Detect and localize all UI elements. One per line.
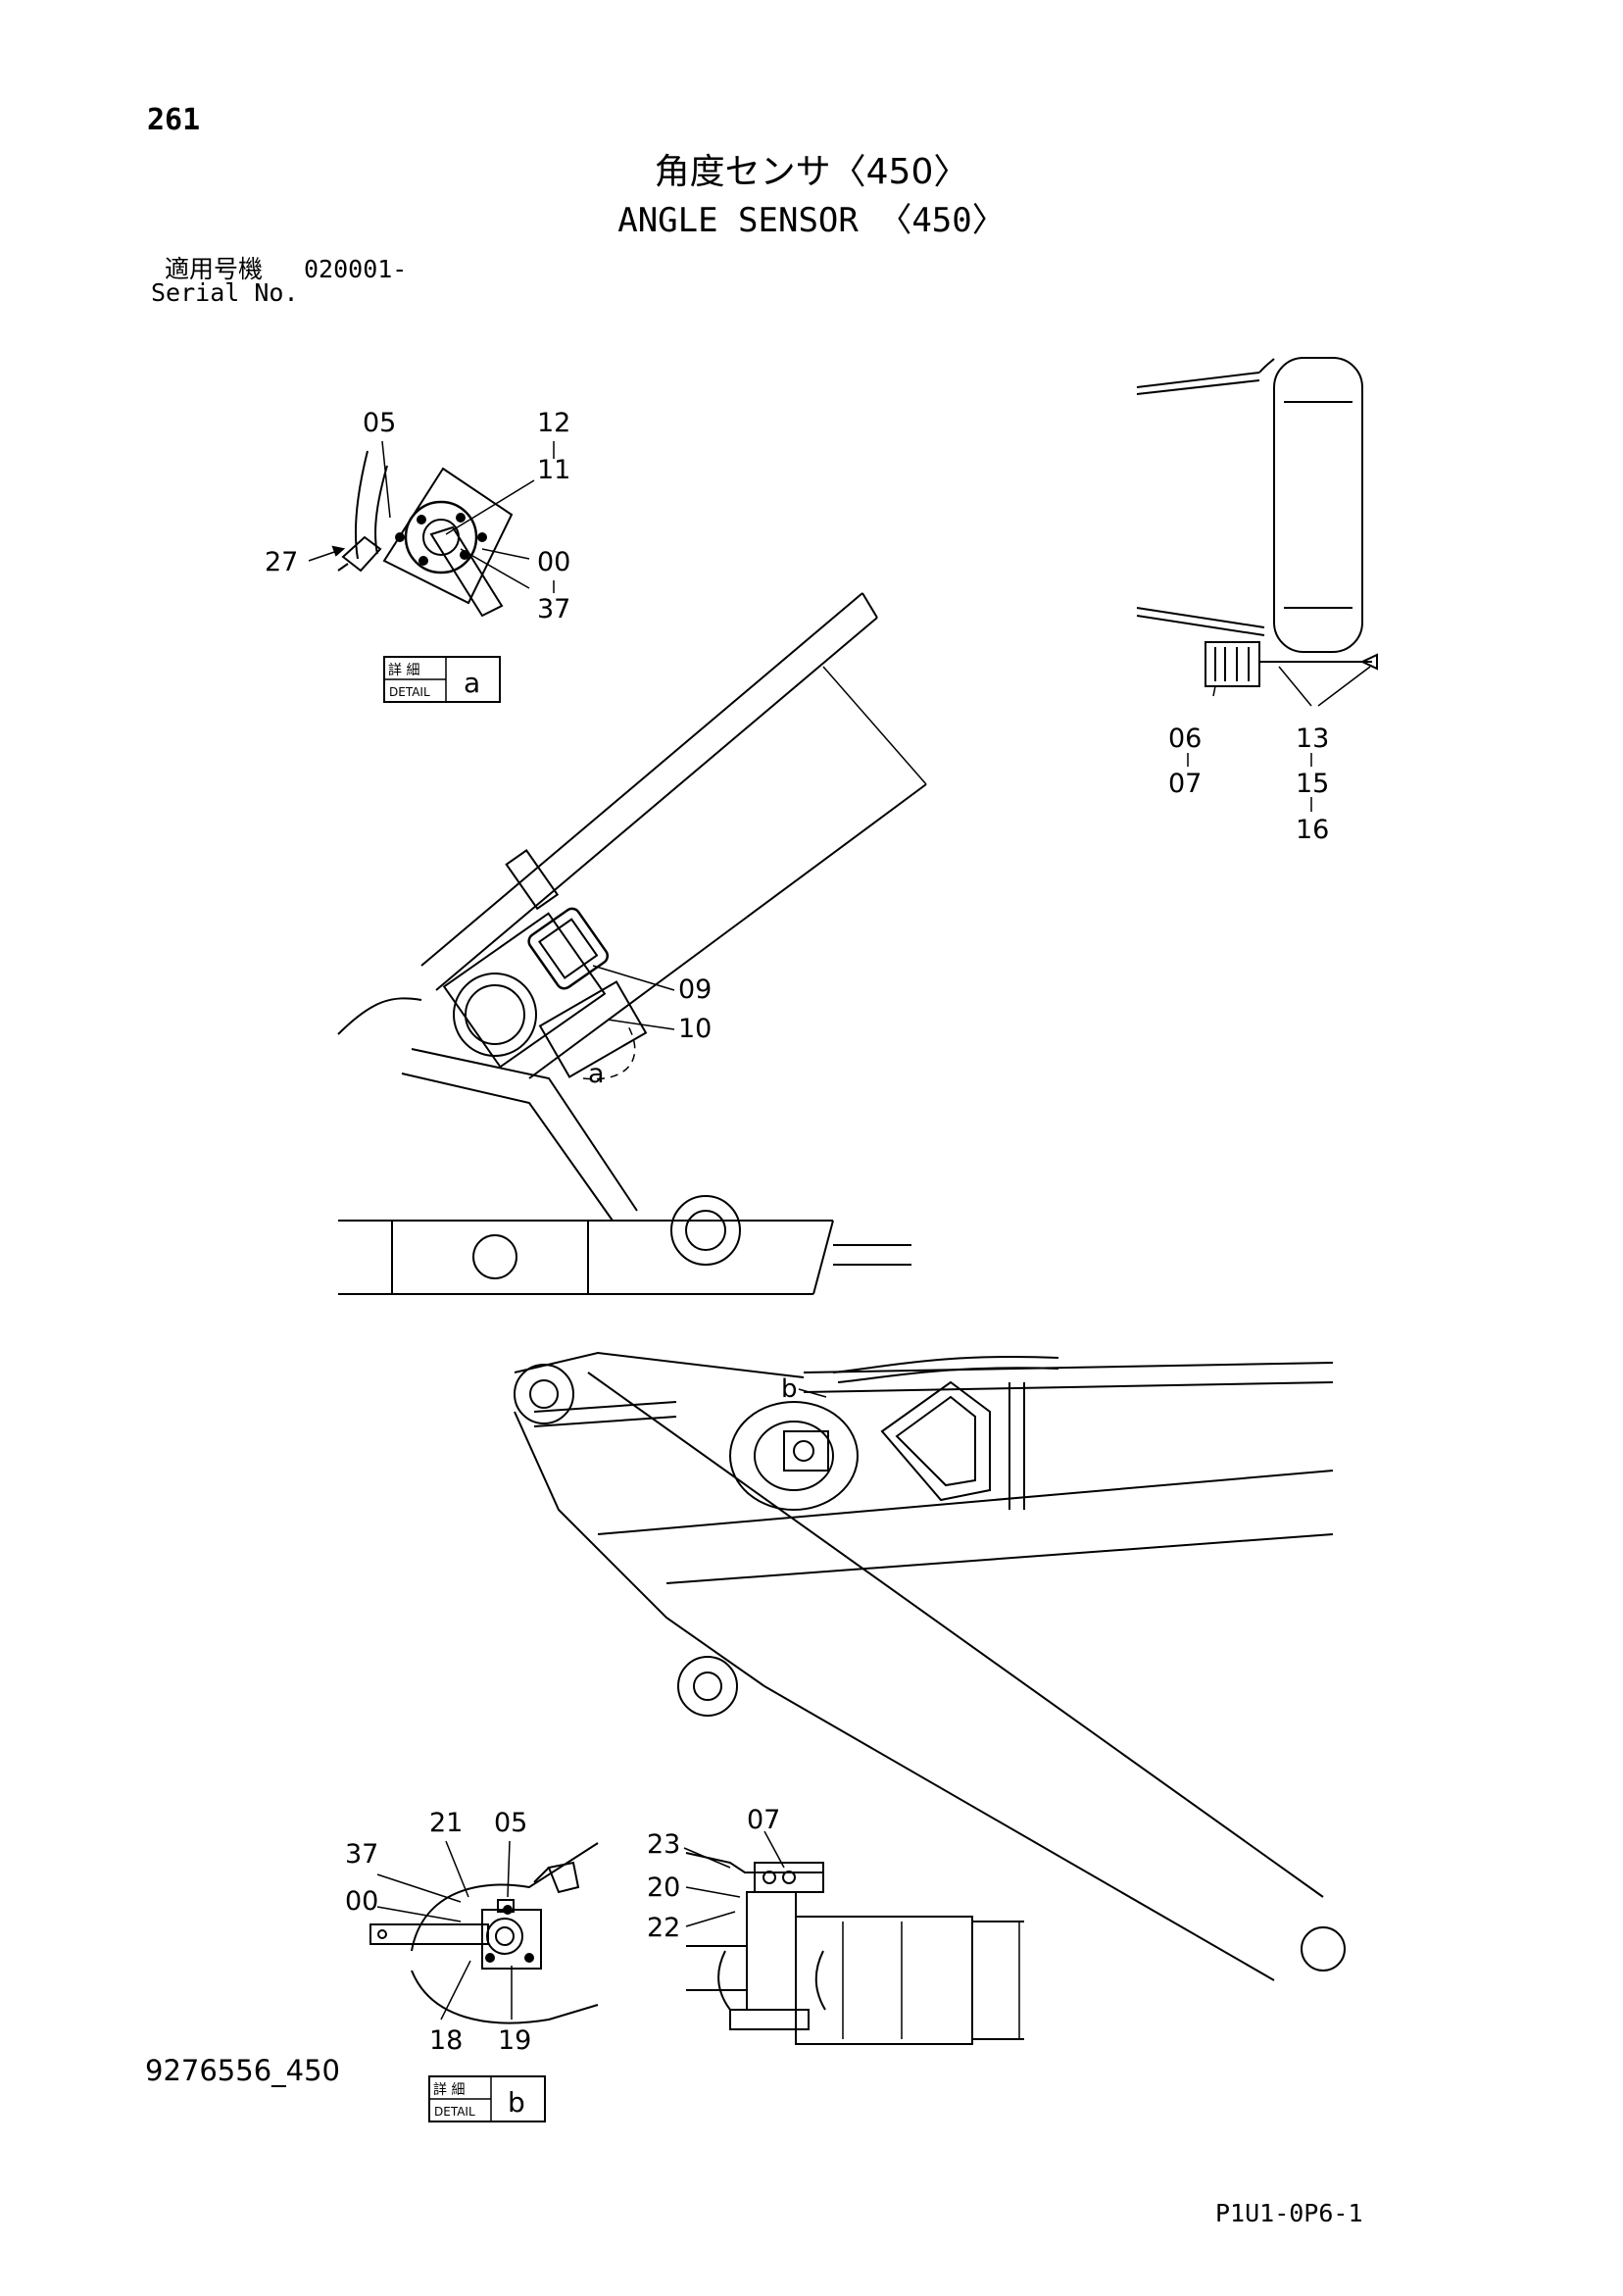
serial-label-english: Serial No. bbox=[151, 278, 299, 307]
label-bc-07: 07 bbox=[747, 1805, 780, 1835]
label-bc-22: 22 bbox=[647, 1913, 680, 1943]
label-tr-13: 13 bbox=[1296, 724, 1329, 754]
label-a-27: 27 bbox=[265, 547, 298, 577]
label-main-a: a bbox=[588, 1059, 605, 1089]
title-english: ANGLE SENSOR 〈450〉 bbox=[617, 201, 1006, 240]
detail-a-box-en: DETAIL bbox=[389, 685, 430, 699]
label-boom-b: b bbox=[781, 1374, 798, 1404]
label-a-00: 00 bbox=[537, 547, 570, 577]
detail-b-view: 21 05 37 00 18 19 詳 細 DETAIL b bbox=[345, 1808, 599, 2122]
label-a-11: 11 bbox=[537, 455, 570, 485]
label-tr-16: 16 bbox=[1296, 815, 1329, 845]
main-middle-view: 09 10 a bbox=[337, 592, 927, 1295]
label-a-12: 12 bbox=[537, 408, 570, 438]
detail-a-box-jp: 詳 細 bbox=[388, 663, 419, 678]
serial-label-japanese: 適用号機 bbox=[165, 255, 264, 283]
page-code: P1U1-0P6-1 bbox=[1215, 2199, 1363, 2227]
detail-a-box-letter: a bbox=[464, 667, 480, 699]
label-main-09: 09 bbox=[678, 974, 712, 1005]
label-b-21: 21 bbox=[429, 1808, 463, 1838]
label-bc-23: 23 bbox=[647, 1829, 680, 1860]
drawing-number: 9276556_450 bbox=[145, 2054, 341, 2087]
label-b-37: 37 bbox=[345, 1839, 378, 1870]
label-a-05: 05 bbox=[363, 408, 396, 438]
detail-b-box-jp: 詳 細 bbox=[433, 2082, 465, 2098]
label-b-18: 18 bbox=[429, 2025, 463, 2056]
detail-a-view: 05 12 11 27 00 37 詳 細 DETAIL a bbox=[265, 408, 570, 703]
label-main-10: 10 bbox=[678, 1014, 712, 1044]
title-japanese: 角度センサ〈450〉 bbox=[654, 152, 969, 192]
serial-value: 020001- bbox=[304, 255, 408, 283]
label-b-05: 05 bbox=[494, 1808, 527, 1838]
boom-view: b bbox=[514, 1351, 1346, 1981]
label-a-37: 37 bbox=[537, 594, 570, 624]
page-number: 261 bbox=[147, 103, 201, 137]
label-bc-20: 20 bbox=[647, 1872, 680, 1903]
label-tr-07: 07 bbox=[1168, 769, 1202, 799]
label-b-00: 00 bbox=[345, 1886, 378, 1917]
detail-b-box-en: DETAIL bbox=[434, 2105, 475, 2119]
bottom-center-view: 23 07 20 22 bbox=[647, 1805, 1024, 2045]
detail-b-box-letter: b bbox=[508, 2086, 525, 2119]
label-tr-06: 06 bbox=[1168, 724, 1202, 754]
label-tr-15: 15 bbox=[1296, 769, 1329, 799]
top-right-view: 06 07 13 15 16 bbox=[1136, 357, 1378, 845]
label-b-19: 19 bbox=[498, 2025, 531, 2056]
